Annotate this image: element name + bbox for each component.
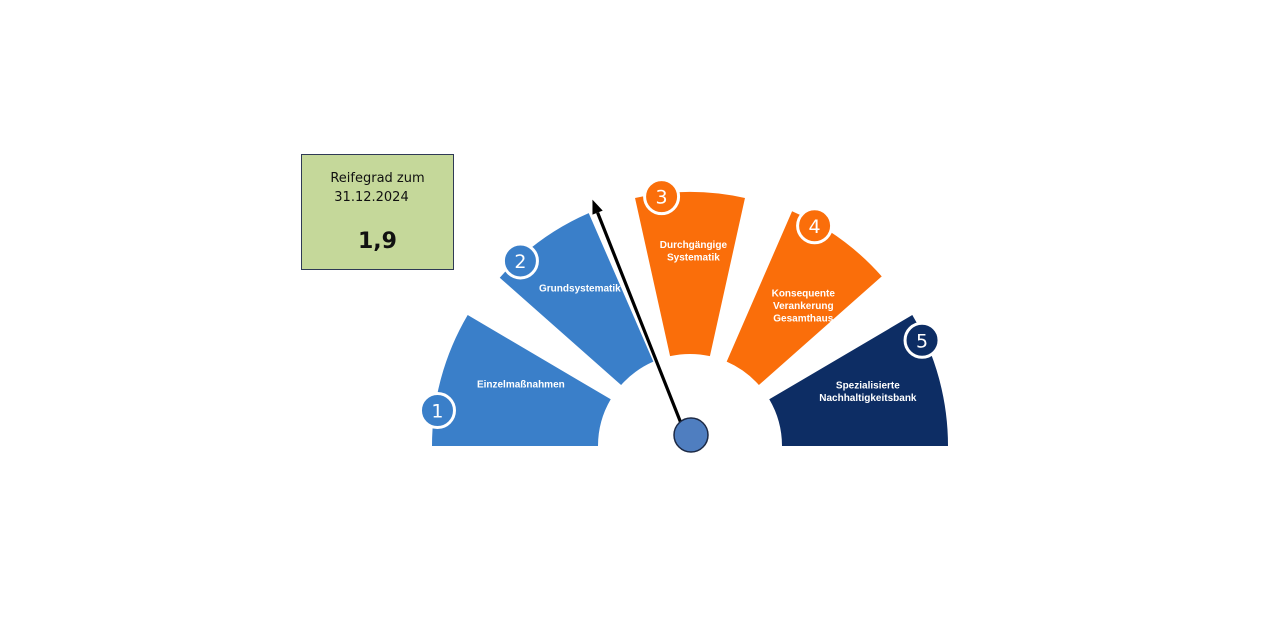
stage-label-4-line-3: Gesamthaus bbox=[773, 314, 833, 325]
stage-label-2-line-1: Grundsystematik bbox=[539, 284, 621, 295]
stage-badge-number-3: 3 bbox=[656, 187, 668, 209]
gauge-segments bbox=[432, 192, 948, 446]
stage-badge-number-2: 2 bbox=[514, 251, 526, 273]
gauge-needle-hub bbox=[673, 417, 709, 453]
stage-label-5-line-2: Nachhaltigkeitsbank bbox=[819, 393, 917, 404]
stage-badge-4 bbox=[796, 207, 834, 245]
stage-label-4-line-2: Verankerung bbox=[773, 301, 834, 312]
gauge-segment-5 bbox=[769, 315, 948, 446]
stage-badges: 1 2 3 4 5 bbox=[418, 178, 941, 430]
stage-label-3-line-2: Systematik bbox=[667, 252, 720, 263]
stage-label-5-line-1: Spezialisierte bbox=[836, 380, 900, 391]
stage-badge-number-1: 1 bbox=[431, 401, 443, 423]
stage-badge-5 bbox=[903, 321, 941, 359]
stage-badge-3 bbox=[643, 178, 681, 216]
maturity-info-box: Reifegrad zum 31.12.2024 1,9 bbox=[301, 154, 454, 270]
stage-label-4-line-1: Konsequente bbox=[772, 289, 836, 300]
stage-badge-2 bbox=[501, 242, 539, 280]
gauge-segment-1 bbox=[432, 315, 611, 446]
maturity-caption: Reifegrad zum 31.12.2024 bbox=[302, 169, 453, 207]
gauge-segment-3 bbox=[635, 192, 745, 357]
stage-labels: Einzelmaßnahmen Grundsystematik Durchgängi… bbox=[477, 240, 917, 404]
stage-label-1-line-1: Einzelmaßnahmen bbox=[477, 379, 565, 390]
stage-label-3-line-1: Durchgängige bbox=[660, 240, 728, 251]
stage-badge-number-4: 4 bbox=[809, 216, 821, 238]
gauge-segment-4 bbox=[726, 211, 882, 386]
maturity-value: 1,9 bbox=[358, 229, 397, 254]
stage-badge-1 bbox=[418, 392, 456, 430]
maturity-caption-line2: 31.12.2024 bbox=[334, 190, 409, 205]
gauge-needle-arrowhead bbox=[592, 199, 603, 215]
gauge-needle-group bbox=[592, 199, 709, 453]
stage-badge-number-5: 5 bbox=[916, 330, 928, 352]
maturity-caption-line1: Reifegrad zum bbox=[330, 171, 425, 186]
gauge-needle bbox=[596, 212, 692, 447]
